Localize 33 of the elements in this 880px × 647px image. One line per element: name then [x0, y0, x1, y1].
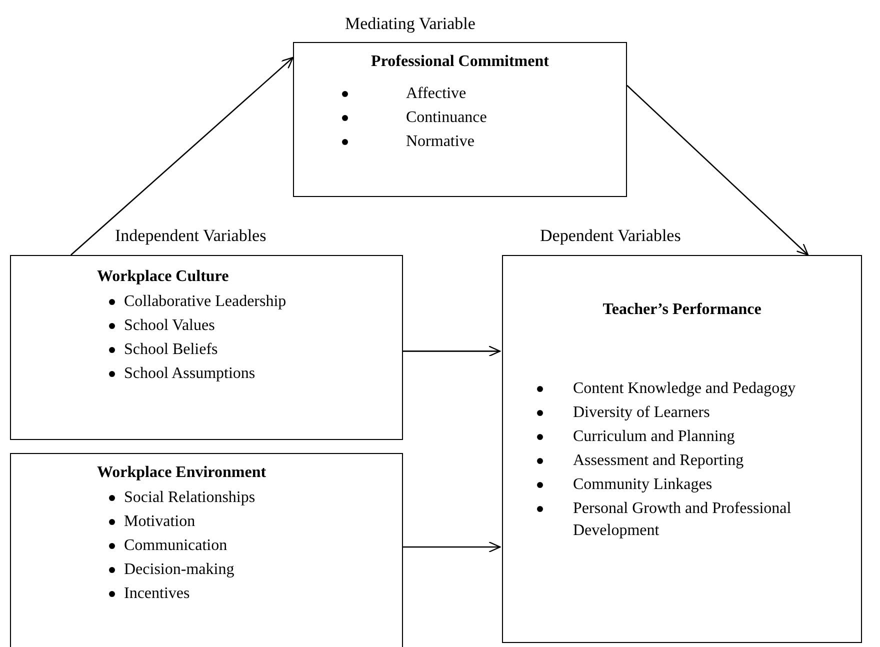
- list-item: Motivation: [124, 512, 196, 532]
- list-item: Content Knowledge and Pedagogy: [573, 379, 797, 399]
- list-item: Assessment and Reporting: [573, 451, 745, 471]
- section-label: Independent Variables: [115, 226, 266, 246]
- box-heading: Workplace Culture: [97, 268, 229, 286]
- arrow: [403, 346, 501, 357]
- section-label: Dependent Variables: [540, 226, 681, 246]
- list-item: Collaborative Leadership: [124, 292, 288, 312]
- list-item: Social Relationships: [124, 488, 256, 508]
- box-heading: Workplace Environment: [97, 464, 266, 482]
- list-item: Diversity of Learners: [573, 403, 711, 423]
- box-heading: Teacher’s Performance: [602, 301, 762, 319]
- arrow: [70, 56, 294, 256]
- list-item: Affective: [406, 84, 468, 104]
- list-item: Personal Growth and Professional Development: [573, 499, 792, 541]
- section-label: Mediating Variable: [345, 14, 476, 34]
- list-item: School Values: [124, 316, 216, 336]
- variable-box: [10, 255, 403, 440]
- list-item: Communication: [124, 536, 228, 556]
- arrow: [626, 84, 809, 256]
- list-item: School Assumptions: [124, 364, 256, 384]
- list-item: Community Linkages: [573, 475, 714, 495]
- arrow: [403, 541, 501, 553]
- box-heading: Professional Commitment: [370, 53, 550, 71]
- list-item: Curriculum and Planning: [573, 427, 736, 447]
- list-item: Continuance: [406, 108, 488, 128]
- list-item: School Beliefs: [124, 340, 219, 360]
- list-item: Normative: [406, 132, 476, 152]
- list-item: Incentives: [124, 584, 191, 604]
- list-item: Decision-making: [124, 560, 236, 580]
- variable-box: [502, 255, 862, 643]
- variable-box: [293, 42, 627, 197]
- variable-box: [10, 453, 403, 647]
